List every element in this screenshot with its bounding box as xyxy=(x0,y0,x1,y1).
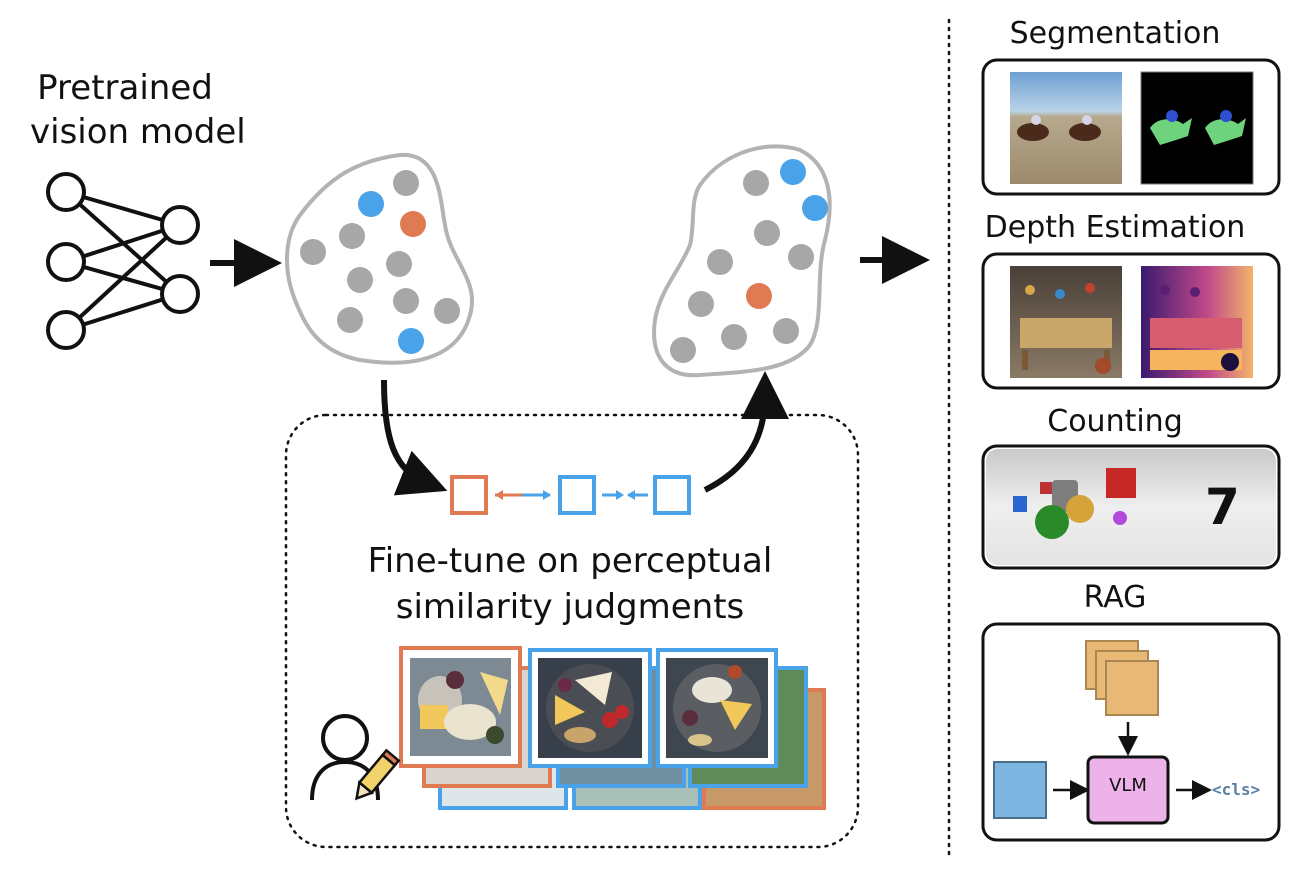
finetune-label: Fine-tune on perceptual similarity judgm… xyxy=(330,538,810,630)
image-triplet-stack xyxy=(399,646,826,810)
cls-token-label: <cls> xyxy=(1212,780,1261,799)
counting-result: 7 xyxy=(1205,478,1240,536)
depth-images xyxy=(1010,266,1253,378)
title-line-2: vision model xyxy=(30,112,246,152)
arrow-down-to-finetune xyxy=(381,379,448,496)
rag-diagram xyxy=(993,640,1212,825)
counting-title: Counting xyxy=(1047,404,1183,439)
embedding-space-before xyxy=(285,152,474,365)
counting-image xyxy=(986,449,1276,565)
neural-network-icon xyxy=(46,172,200,350)
finetune-box xyxy=(284,413,860,849)
triplet-judgment xyxy=(450,475,691,515)
finetune-line-2: similarity judgments xyxy=(395,587,745,627)
embedding-space-after xyxy=(652,144,832,378)
depth-title: Depth Estimation xyxy=(984,210,1246,245)
person-with-pencil-icon xyxy=(310,714,401,801)
vlm-label: VLM xyxy=(1109,775,1147,796)
segmentation-title: Segmentation xyxy=(1009,16,1221,51)
segmentation-images xyxy=(1010,71,1254,185)
finetune-line-1: Fine-tune on perceptual xyxy=(367,541,773,581)
arrow-up-from-finetune xyxy=(703,371,789,493)
title-line-1: Pretrained xyxy=(37,68,213,108)
pretrained-model-title: Pretrained vision model xyxy=(30,66,246,154)
rag-title: RAG xyxy=(1083,580,1147,615)
